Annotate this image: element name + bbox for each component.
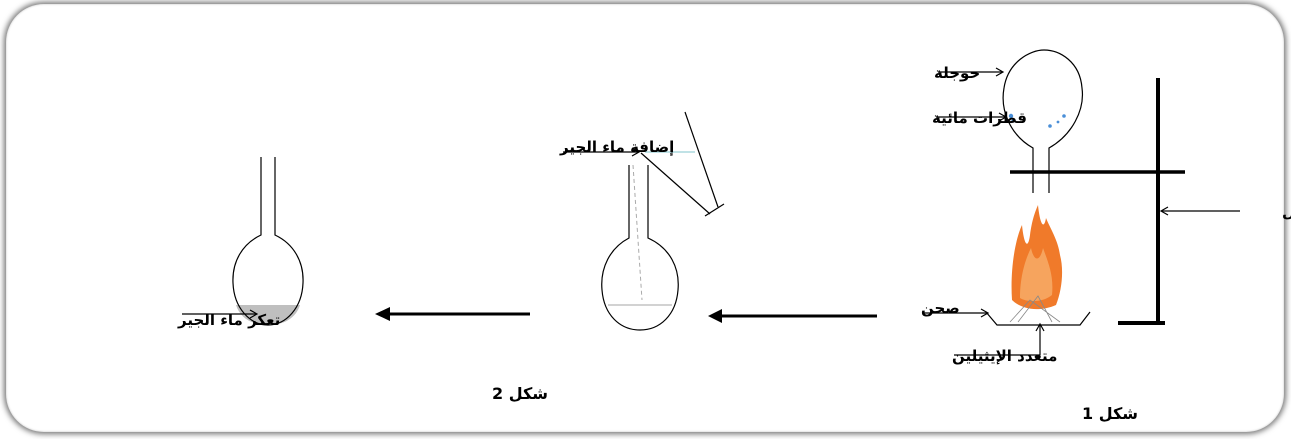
- figure-1-labels: حوجلة قطرات مائية حامل صحن متعدد الإيثيل…: [921, 64, 1291, 365]
- caption-figure-2: شكل 2: [492, 384, 548, 403]
- caption-figure-1: شكل 1: [1082, 404, 1138, 423]
- pointer-arrowhead: [980, 308, 990, 318]
- tube-end: [704, 203, 725, 217]
- water-drop: [1008, 113, 1014, 119]
- arrow-head: [708, 309, 722, 323]
- figure-1: حوجلة قطرات مائية حامل صحن متعدد الإيثيل…: [921, 49, 1291, 423]
- pointer-arrowhead: [1159, 206, 1169, 216]
- dropper-dashed: [632, 164, 643, 301]
- flask-outline: [232, 157, 304, 326]
- arrow-head: [375, 307, 390, 321]
- flask-outline: [1002, 49, 1084, 193]
- label-water-drops: قطرات مائية: [932, 109, 1027, 127]
- dish-outline: [985, 311, 1091, 326]
- inverted-flask: [1002, 49, 1084, 193]
- tube-side: [640, 152, 711, 215]
- label-stand: حامل: [1282, 203, 1291, 221]
- water-drop: [1056, 120, 1060, 124]
- process-arrow-left: [375, 307, 530, 321]
- tube-side: [684, 111, 719, 208]
- middle-setup: إضافة ماء الجير: [559, 111, 725, 331]
- figure-2: تعكر ماء الجير شكل 2: [177, 157, 548, 403]
- water-drop: [1048, 124, 1052, 128]
- water-drops: [1008, 113, 1066, 128]
- label-dish: صحن: [921, 299, 960, 317]
- polyethylene-pieces: [1009, 295, 1061, 323]
- flame: [1011, 205, 1063, 310]
- diagram-frame: [6, 4, 1284, 432]
- pointer-arrowhead: [998, 112, 1008, 122]
- flask-outline: [601, 165, 679, 331]
- water-drop: [1062, 114, 1066, 118]
- pointer-line: [954, 325, 1041, 356]
- pointer-arrowhead: [1035, 322, 1045, 332]
- label-add-limewater: إضافة ماء الجير: [559, 138, 674, 156]
- process-arrow-right: [708, 309, 877, 323]
- label-limewater-turbid: تعكر ماء الجير: [177, 311, 280, 329]
- lab-stand: [1010, 78, 1185, 325]
- flame-inner: [1020, 248, 1053, 302]
- water-drop: [1011, 119, 1015, 123]
- pointer-arrowhead: [249, 309, 259, 319]
- label-polyethylene: متعدد الإيثيلين: [952, 347, 1057, 365]
- pointer-arrowhead: [995, 67, 1005, 77]
- dish: [985, 295, 1091, 326]
- label-flask: حوجلة: [934, 64, 980, 82]
- pointer-arrowhead: [631, 147, 641, 157]
